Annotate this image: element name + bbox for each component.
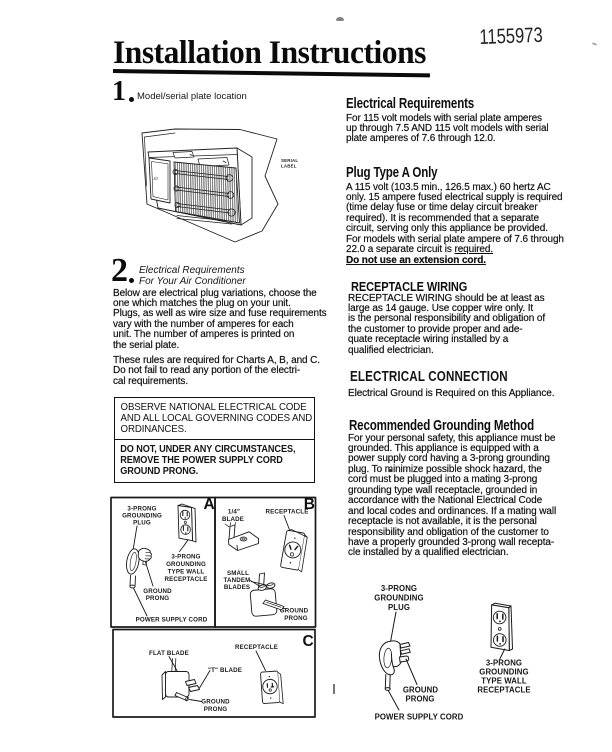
svg-text:TYPE WALL: TYPE WALL — [168, 568, 205, 575]
svg-text:GROUNDING: GROUNDING — [122, 513, 162, 520]
svg-text:B: B — [304, 496, 315, 513]
svg-text:GROUNDING: GROUNDING — [479, 668, 528, 677]
svg-text:RECEPTACLE: RECEPTACLE — [266, 509, 309, 516]
svg-text:PRONG: PRONG — [204, 706, 227, 713]
svg-text:FLAT BLADE: FLAT BLADE — [149, 650, 189, 657]
svg-text:3-PRONG: 3-PRONG — [381, 584, 417, 593]
svg-text:3-PRONG: 3-PRONG — [127, 505, 156, 512]
svg-text:LABEL: LABEL — [281, 164, 297, 169]
svg-text:1/4": 1/4" — [228, 508, 240, 515]
svg-text:GROUND: GROUND — [201, 699, 230, 706]
svg-text:40: 40 — [153, 175, 159, 181]
svg-text:GROUNDING: GROUNDING — [374, 594, 423, 603]
svg-text:RECEPTACLE: RECEPTACLE — [235, 644, 278, 651]
svg-text:GROUND: GROUND — [403, 686, 439, 695]
svg-text:A: A — [204, 496, 215, 513]
svg-text:BLADE: BLADE — [222, 516, 244, 523]
svg-text:3-PRONG: 3-PRONG — [171, 554, 200, 561]
svg-text:GROUND: GROUND — [143, 588, 172, 595]
svg-text:POWER SUPPLY CORD: POWER SUPPLY CORD — [375, 713, 464, 722]
svg-text:RECEPTACLE: RECEPTACLE — [165, 576, 208, 583]
svg-text:TYPE WALL: TYPE WALL — [481, 677, 527, 686]
svg-text:3-PRONG: 3-PRONG — [486, 659, 522, 668]
svg-text:PLUG: PLUG — [388, 603, 410, 612]
svg-text:SMALL: SMALL — [227, 570, 249, 577]
svg-text:GROUND: GROUND — [280, 608, 309, 615]
svg-text:GROUNDING: GROUNDING — [166, 561, 206, 568]
svg-text:"T" BLADE: "T" BLADE — [208, 667, 242, 674]
svg-text:TANDEM: TANDEM — [224, 577, 251, 584]
svg-text:PRONG: PRONG — [284, 615, 307, 622]
svg-text:PLUG: PLUG — [133, 520, 151, 527]
svg-text:POWER SUPPLY CORD: POWER SUPPLY CORD — [136, 617, 208, 624]
svg-text:C: C — [303, 633, 314, 650]
svg-text:PRONG: PRONG — [146, 595, 169, 602]
svg-text:RECEPTACLE: RECEPTACLE — [477, 686, 530, 695]
svg-text:BLADES: BLADES — [224, 584, 250, 591]
svg-text:PRONG: PRONG — [405, 695, 434, 704]
svg-text:SERIAL: SERIAL — [281, 158, 298, 163]
